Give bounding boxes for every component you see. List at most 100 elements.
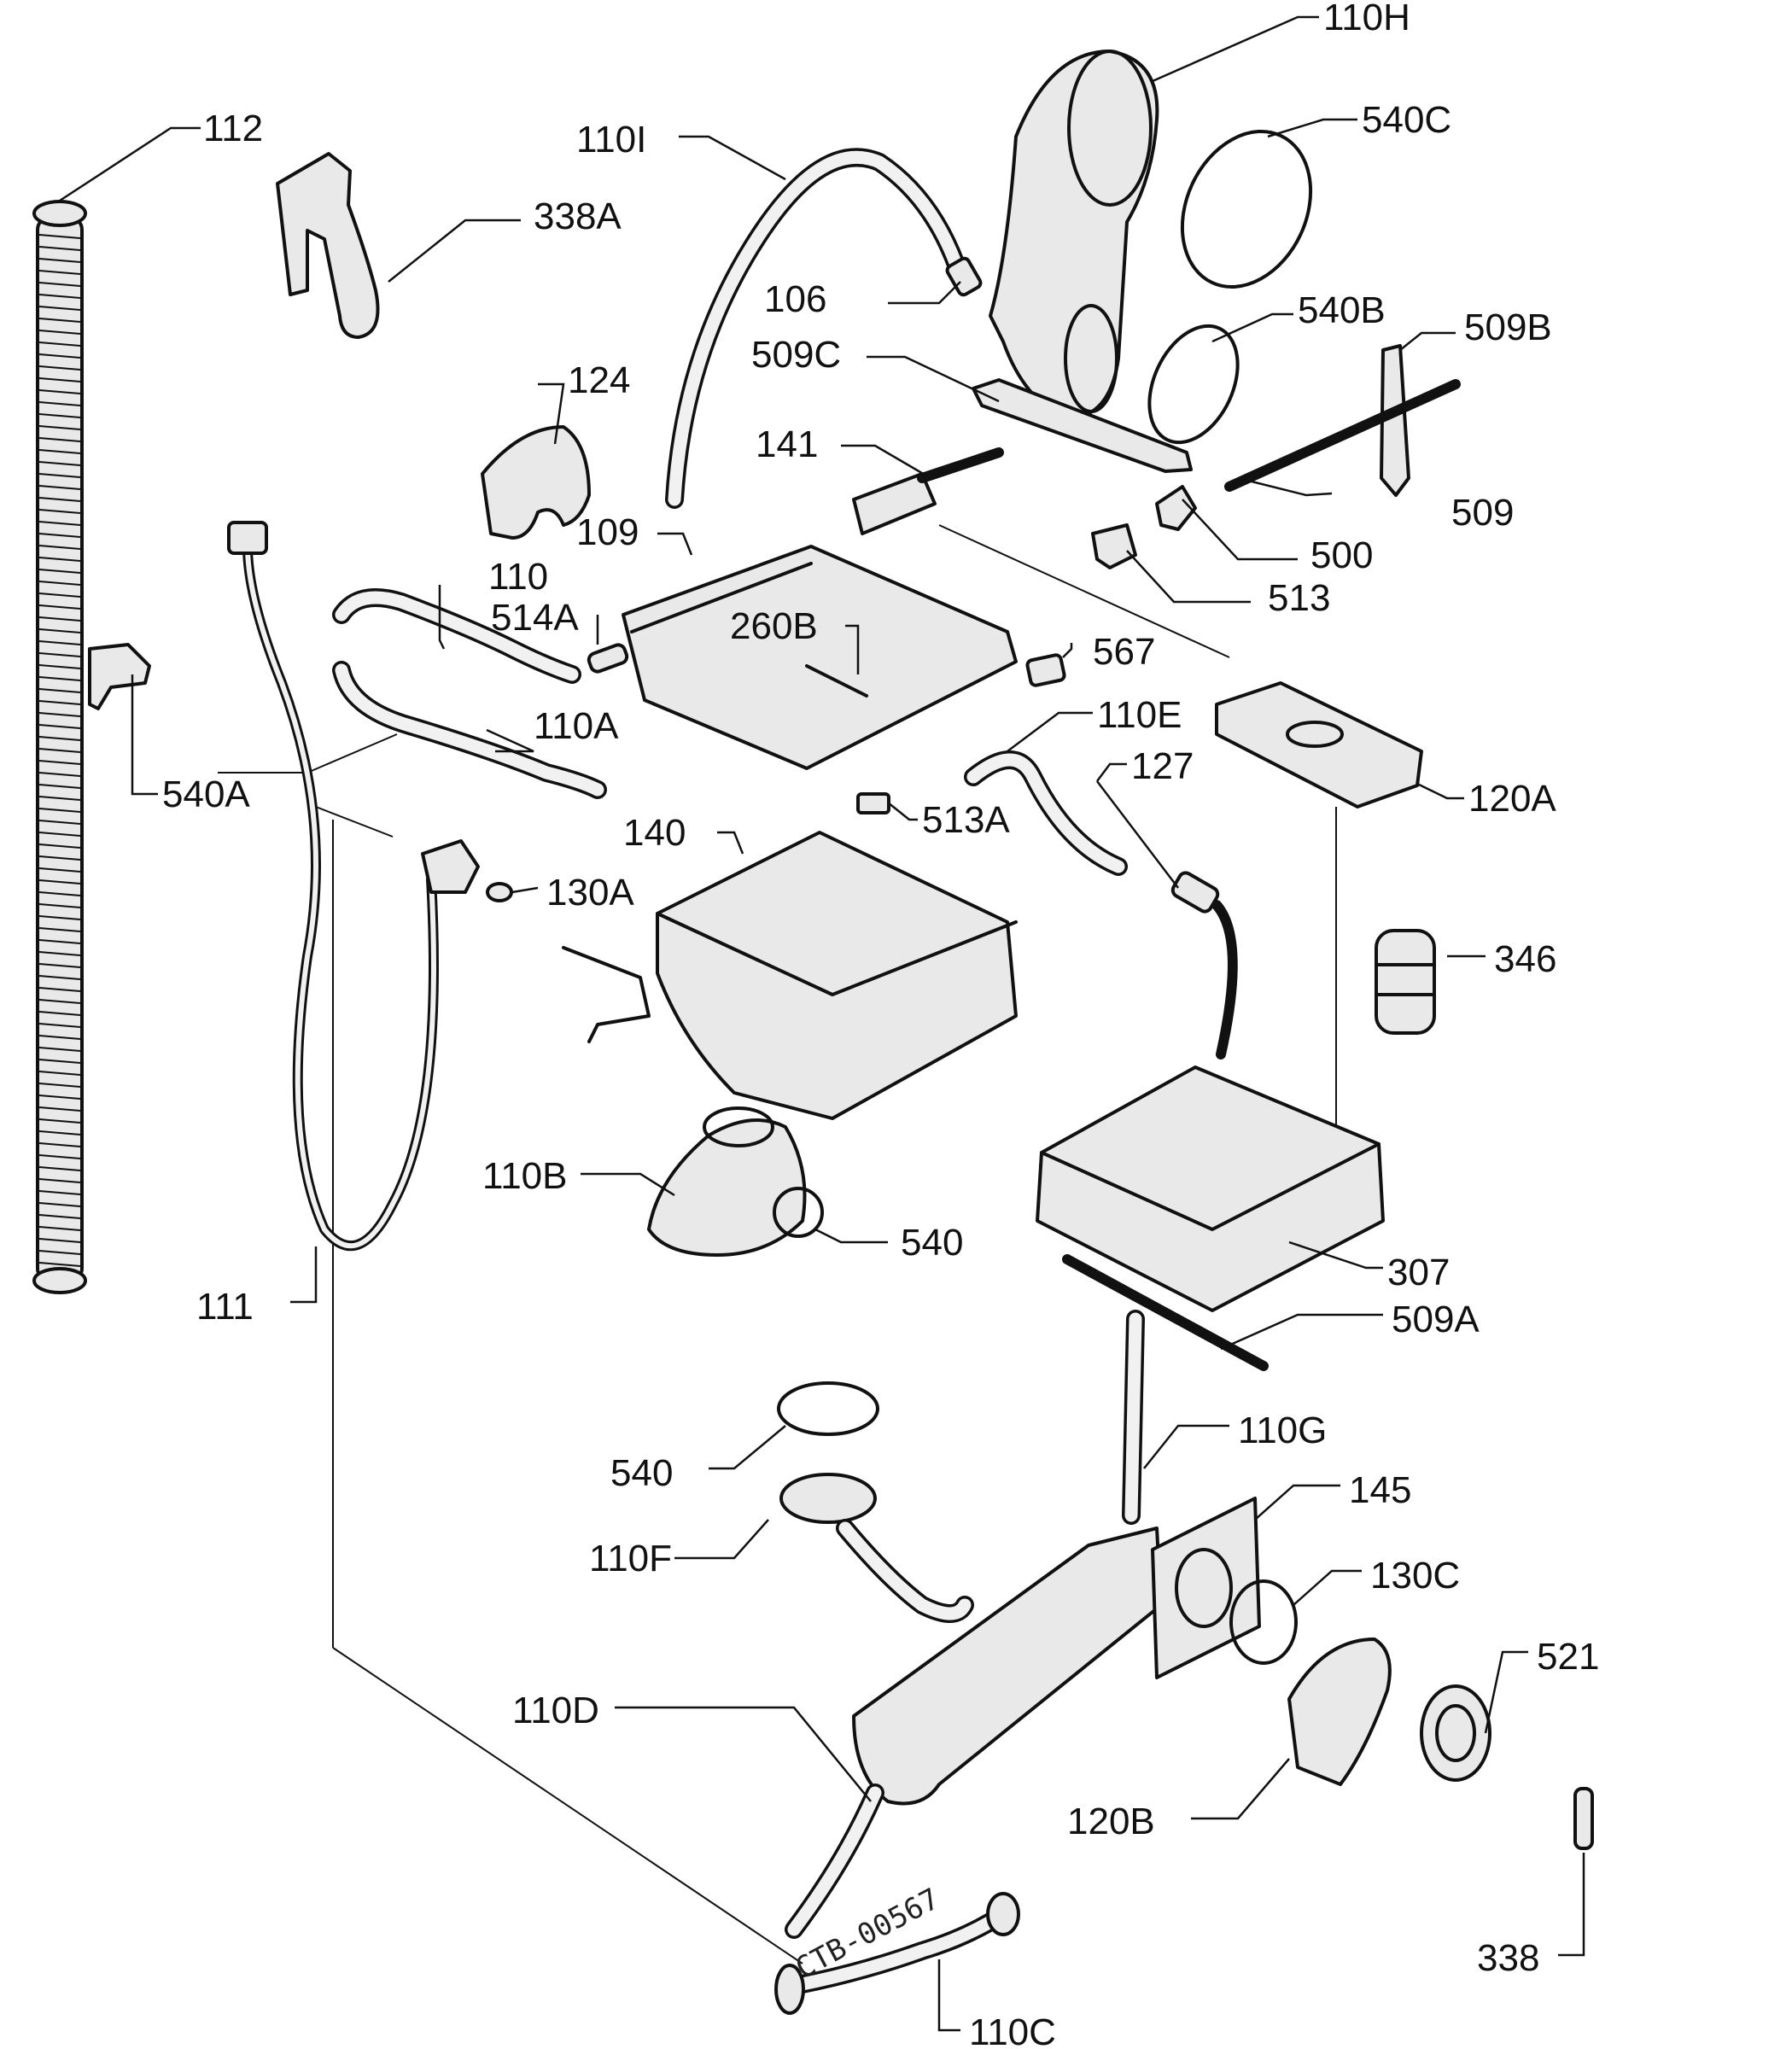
hose-rib [38,342,81,347]
label-124: 124 [568,359,630,401]
funnel-hose-110f [779,1473,974,1623]
label-110: 110 [488,556,548,598]
hose-rib [38,401,81,406]
hose-rib [38,330,81,335]
part-500 [1155,485,1197,531]
label-509: 509 [1451,492,1514,534]
label-540c: 540C [1362,99,1451,141]
part-260b [805,664,868,698]
hose-rib [38,509,81,514]
hose-rib [38,1142,81,1147]
sump-hose-110b [647,1118,807,1257]
corrugated-inlet-hose-112 [32,200,87,1294]
hose-rib [38,963,81,968]
hose-rib [38,1035,81,1040]
detergent-drawer-307 [1036,1065,1385,1312]
hose-clamp-540c [1180,129,1313,289]
hose-rib [38,533,81,538]
hose-rib [38,1262,81,1267]
label-110g: 110G [1238,1410,1327,1451]
hose-rib [38,616,81,622]
label-513a: 513A [922,799,1010,841]
hose-rib [38,593,81,598]
hose-rib [38,1178,81,1183]
label-338a: 338A [534,196,622,237]
hose-rib [38,1238,81,1243]
label-509a: 509A [1392,1299,1480,1340]
hose-rib [38,1095,81,1100]
label-509c: 509C [751,334,841,376]
hose-rib [38,1166,81,1171]
label-509b: 509B [1464,306,1552,348]
label-500: 500 [1310,534,1373,576]
label-521: 521 [1537,1636,1599,1678]
air-trap-top-opening [1067,50,1153,207]
label-127: 127 [1131,745,1194,787]
dispenser-housing-140 [656,831,1018,1120]
dispenser-lid-109 [622,545,1018,770]
hose-rib [38,1047,81,1052]
label-540b: 540B [1298,289,1386,331]
label-120a: 120A [1468,778,1556,820]
hose-127-tail [1211,900,1238,1060]
hose-rib [38,652,81,657]
label-307: 307 [1387,1252,1450,1293]
leader-lines [59,15,1585,2032]
hose-rib [38,473,81,478]
duct-145 [852,1527,1163,1806]
hose-rib [38,1059,81,1064]
hose-rib [38,1190,81,1195]
hose-rib [38,927,81,932]
hose-rib [38,234,81,239]
hose-rib [38,557,81,562]
label-110h: 110H [1323,0,1410,38]
hose-rib [38,604,81,610]
label-567: 567 [1093,631,1155,673]
hose-rib [38,425,81,430]
label-346: 346 [1494,938,1556,980]
label-140: 140 [623,812,686,854]
cap-521-inner [1435,1704,1476,1762]
dispenser-housing-rim [656,912,1018,996]
hose-110g [1122,1310,1145,1525]
hose-rib [38,461,81,466]
hose-rib [38,521,81,526]
part-141 [852,472,937,535]
label-514a: 514A [491,597,579,639]
hose-rib [38,1118,81,1124]
corrugated-hose-110e [964,750,1128,876]
hose-rib [38,318,81,323]
label-106: 106 [764,278,826,320]
label-110b: 110B [482,1155,568,1197]
part-labels: 110H 112 110I 540C 338A 106 540B 509B 50… [162,0,1599,2049]
label-540-lower: 540 [610,1452,673,1494]
hose-110c [774,1892,1020,2015]
hose-rib [38,628,81,633]
hose-rib [38,258,81,263]
hose-rib [38,915,81,920]
hose-110d [785,1783,884,1939]
hose-rib [38,676,81,681]
bellows-346 [1375,929,1436,1035]
hose-110 [332,588,581,684]
u-hose-guide-338a [276,152,380,339]
part-513 [1091,523,1137,569]
hose-rib [38,736,81,741]
hose-rib [38,879,81,884]
label-260b: 260B [730,605,818,647]
hose-110a [332,661,607,799]
hose-rib [38,1011,81,1016]
label-141: 141 [756,423,818,465]
hose-rib [38,1071,81,1076]
hose-rib [38,700,81,705]
hose-rib [38,1023,81,1028]
hose-rib [38,449,81,454]
hose-clamp-540-a [773,1187,824,1238]
hose-rib [38,688,81,693]
hose-rib [38,891,81,896]
hose-rib [38,748,81,753]
lever-509b [1380,344,1410,497]
label-120b: 120B [1067,1801,1155,1842]
hose-rib [38,485,81,490]
